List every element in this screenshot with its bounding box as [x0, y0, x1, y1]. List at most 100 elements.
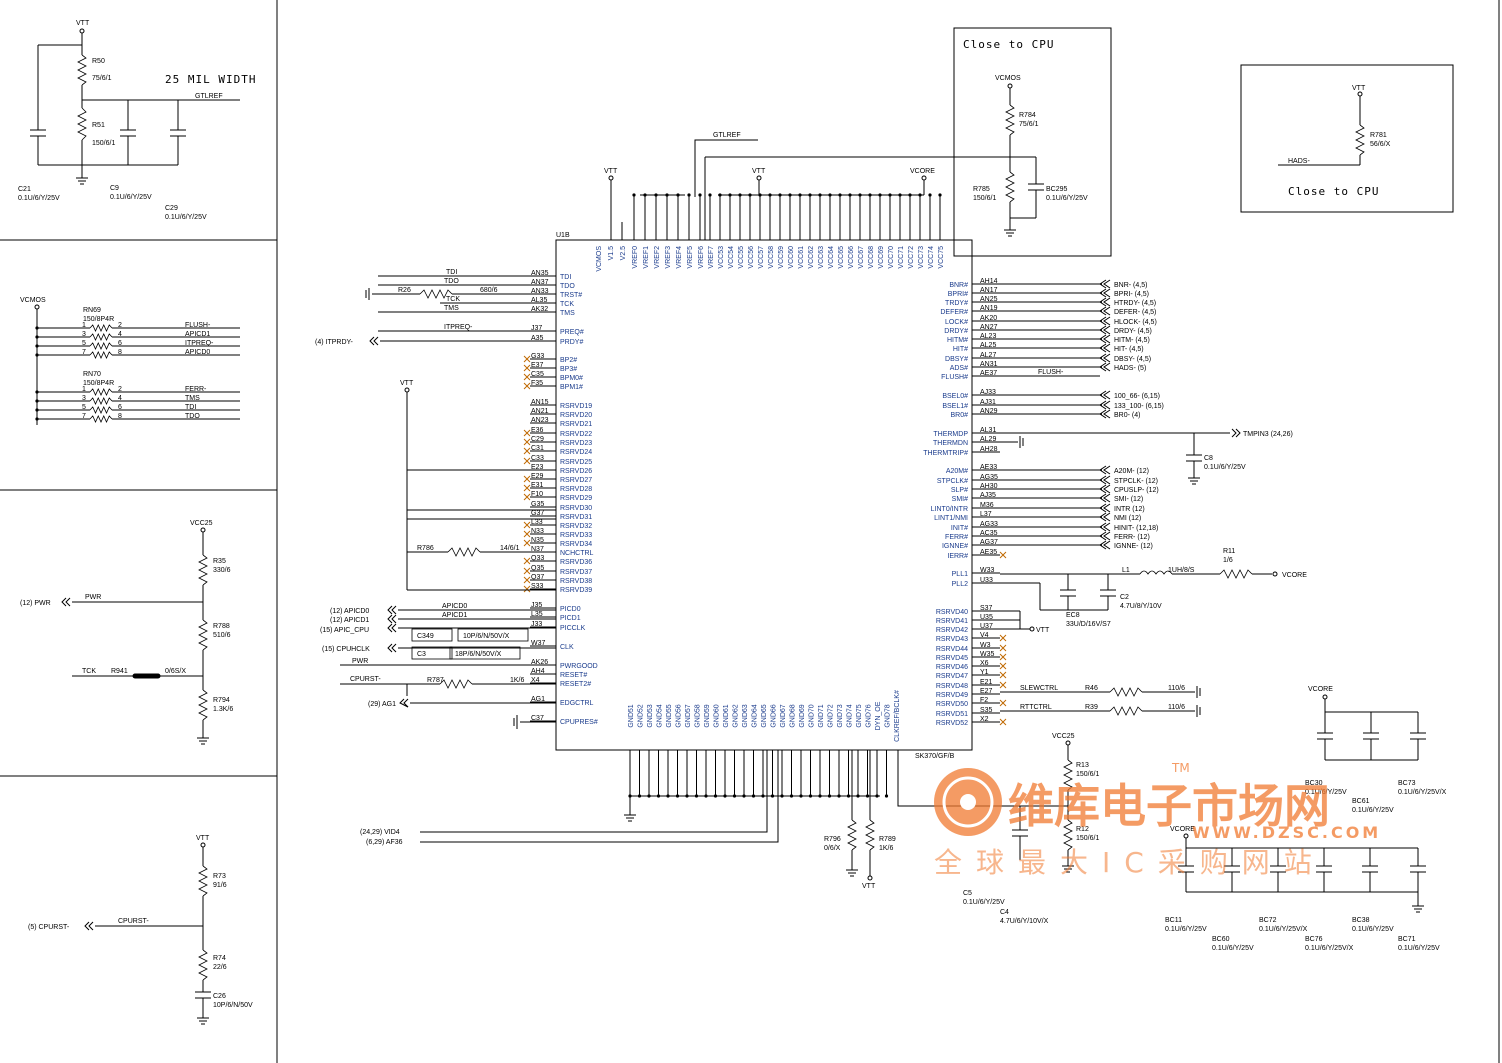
vcore-label-bottom-2: VCORE — [1170, 826, 1195, 833]
bottom-pin-label: GND51 — [628, 704, 635, 727]
top-pin-label: VREF6 — [698, 246, 705, 269]
cap-value: 0.1U/6/Y/25V/X — [1305, 945, 1354, 952]
flush-net: FLUSH- — [1038, 369, 1064, 376]
vcmos-label: VCMOS — [20, 297, 46, 304]
right-pin-label: TRDY# — [945, 300, 968, 307]
r785-ref: R785 — [973, 186, 990, 193]
top-pin-label: VCC56 — [748, 246, 755, 269]
cap-ref: BC61 — [1352, 798, 1370, 805]
cap-ref: BC30 — [1305, 780, 1323, 787]
top-pin-label: VCC53 — [718, 246, 725, 269]
top-pin-label: VREF0 — [632, 246, 639, 269]
ec8-value: 33U/D/16V/S7 — [1066, 621, 1111, 628]
left-pin-label: RSRVD37 — [560, 569, 592, 576]
right-pin-number: M36 — [980, 502, 994, 509]
right-pin-label: SLP# — [951, 487, 968, 494]
rn-pin-number: 7 — [82, 349, 86, 356]
right-net-label: DEFER- (4,5) — [1114, 309, 1156, 316]
rn-pin-number: 8 — [118, 413, 122, 420]
left-pin-label: BP2# — [560, 357, 577, 364]
right-pin-number: AN19 — [980, 305, 998, 312]
right-pin-label: THERMTRIP# — [923, 450, 968, 457]
ag1-ref: (29) AG1 — [368, 701, 396, 708]
rn-pin-number: 3 — [82, 395, 86, 402]
left-pin-number: C37 — [531, 715, 544, 722]
vtt-net-right: VTT — [1036, 627, 1050, 634]
left-pin-number: N35 — [531, 537, 544, 544]
left-pin-label: BPM1# — [560, 384, 583, 391]
top-pin-label: VCC71 — [898, 246, 905, 269]
cap-value: 0.1U/6/Y/25V — [1352, 926, 1394, 933]
right-pin-number: E21 — [980, 679, 993, 686]
right-pin-number: AH14 — [980, 278, 998, 285]
left-pin-number: E29 — [531, 473, 544, 480]
right-pin-number: AL29 — [980, 436, 996, 443]
left-pin-number: Q35 — [531, 565, 544, 572]
left-pin-column: TDIAN35TDOAN37TRST#AN33TCKAL35TMSAK32PRE… — [523, 270, 598, 726]
left-pin-number: C31 — [531, 445, 544, 452]
bottom-pin-label: GND76 — [866, 704, 873, 727]
left-pin-label: RSRVD26 — [560, 468, 592, 475]
top-pin-label: VREF1 — [643, 246, 650, 269]
left-pin-number: E37 — [531, 362, 544, 369]
right-pin-label: RSRVD48 — [936, 683, 968, 690]
right-pin-number: AE37 — [980, 370, 997, 377]
vtt-label-2: VTT — [196, 835, 210, 842]
right-pin-label: SMI# — [952, 496, 968, 503]
right-pin-label: RSRVD49 — [936, 692, 968, 699]
top-pin-label: VCC66 — [848, 246, 855, 269]
top-pin-label: VREF4 — [676, 246, 683, 269]
left-pin-label: EDGCTRL — [560, 700, 594, 707]
left-pin-number: F35 — [531, 380, 543, 387]
r788-ref: R788 — [213, 623, 230, 630]
left-pin-label: BP3# — [560, 366, 577, 373]
rn-pin-number: 1 — [82, 322, 86, 329]
apic-cpu-ref: (15) APIC_CPU — [320, 627, 369, 634]
right-pin-number: U37 — [980, 623, 993, 630]
watermark-brand: 维库电子市场网 — [1008, 779, 1330, 833]
close-to-cpu-title-2: Close to CPU — [1288, 185, 1379, 198]
left-pin-label: TRST# — [560, 292, 582, 299]
r781-ref: R781 — [1370, 132, 1387, 139]
c349-ref: C349 — [417, 633, 434, 640]
right-pin-label: LINT1/NMI — [934, 515, 968, 522]
c2-ref: C2 — [1120, 594, 1129, 601]
apicd0-net: APICD0 — [442, 603, 467, 610]
left-pin-number: AH4 — [531, 668, 545, 675]
itpreq-net: ITPREQ- — [444, 324, 473, 331]
c8-value: 0.1U/6/Y/25V — [1204, 464, 1246, 471]
r785-value: 150/6/1 — [973, 195, 996, 202]
bottom-pin-label: GND65 — [761, 704, 768, 727]
top-pin-label: VCC74 — [928, 246, 935, 269]
c26-value: 10P/6/N/50V — [213, 1002, 253, 1009]
bottom-pin-label: GND69 — [799, 704, 806, 727]
c9-value: 0.1U/6/Y/25V — [110, 194, 152, 201]
r781-value: 56/6/X — [1370, 141, 1391, 148]
r796-ref: R796 — [824, 836, 841, 843]
bottom-pin-label: GND71 — [818, 704, 825, 727]
bottom-pin-label: GND64 — [752, 704, 759, 727]
right-pin-number: AJ33 — [980, 389, 996, 396]
right-pin-number: L37 — [980, 511, 992, 518]
left-pin-number: AL35 — [531, 297, 547, 304]
bottom-pin-label: GND72 — [828, 704, 835, 727]
r941-ref: R941 — [111, 668, 128, 675]
bottom-pin-label: GND55 — [666, 704, 673, 727]
cpurst-net-label: CPURST- — [118, 918, 149, 925]
vcore-net: VCORE — [1282, 572, 1307, 579]
cap-value: 0.1U/6/Y/25V/X — [1398, 789, 1447, 796]
l1-ref: L1 — [1122, 567, 1130, 574]
right-net-label: DBSY- (4,5) — [1114, 356, 1151, 363]
right-net-label: 100_66- (6,15) — [1114, 393, 1160, 400]
top-pin-label: VCC72 — [908, 246, 915, 269]
r35-value: 330/6 — [213, 567, 231, 574]
left-pin-number: E31 — [531, 482, 544, 489]
cap-ref: BC73 — [1398, 780, 1416, 787]
rn-net-label: TDI — [185, 404, 196, 411]
top-pin-label: VCC58 — [768, 246, 775, 269]
r51-value: 150/6/1 — [92, 140, 115, 147]
cap-ref: BC71 — [1398, 936, 1416, 943]
top-pin-label: VREF3 — [665, 246, 672, 269]
